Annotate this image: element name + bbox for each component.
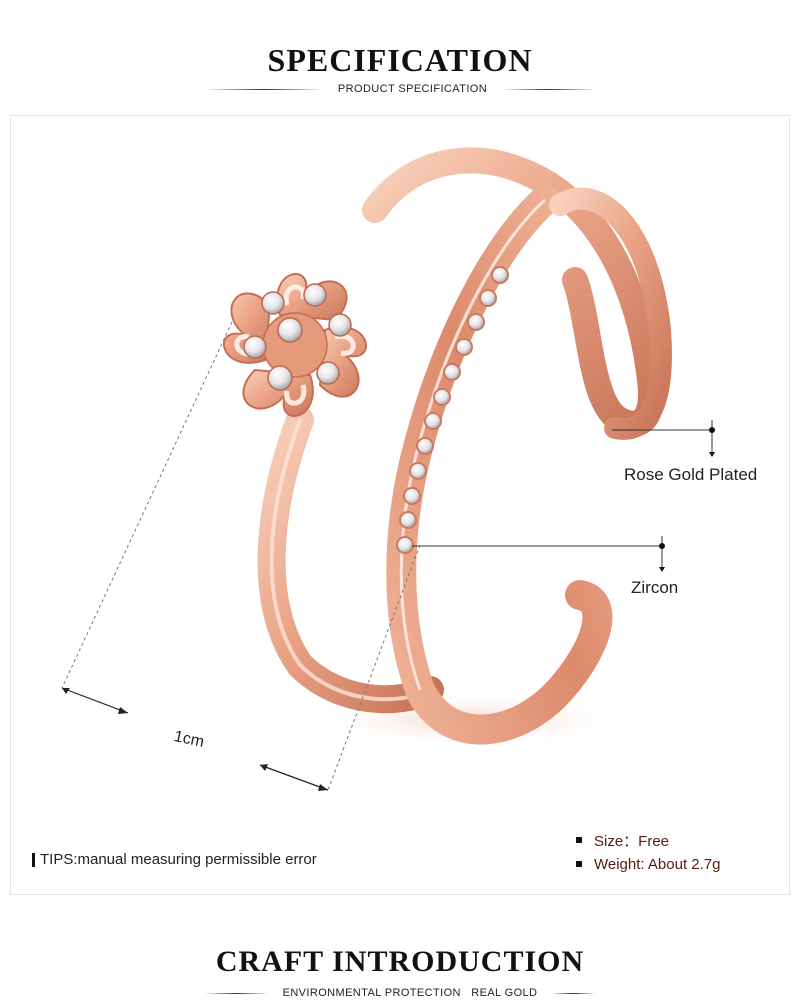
header-subtitle-row: PRODUCT SPECIFICATION (0, 82, 800, 96)
ring-right-band (549, 187, 672, 440)
ring-back-band (362, 147, 664, 437)
callout-zircon-label: Zircon (631, 578, 679, 597)
spec-list: Size：Free Weight: About 2.7g (576, 828, 720, 876)
spec-item-size: Size：Free (576, 828, 720, 852)
square-bullet-icon (576, 861, 582, 867)
section-subtitle: ENVIRONMENTAL PROTECTION REAL GOLD (282, 987, 538, 999)
callout-rose-gold-line (612, 420, 715, 457)
divider-line (203, 88, 324, 90)
callout-rose-gold-label: Rose Gold Plated (624, 465, 758, 484)
measurement-guide (61, 321, 421, 791)
section-title: CRAFT INTRODUCTION (215, 945, 585, 978)
section-subtitle: PRODUCT SPECIFICATION (337, 83, 488, 95)
craft-introduction-header: CRAFT INTRODUCTION (0, 945, 800, 979)
clover-flower (222, 272, 368, 418)
tips-note: TIPS:manual measuring permissible error (32, 851, 317, 868)
specification-header: SPECIFICATION (0, 42, 800, 79)
circle-dot-icon (709, 427, 715, 433)
section-title: SPECIFICATION (267, 42, 533, 78)
bar-marker-icon (32, 852, 35, 867)
spec-size-text: Size：Free (594, 832, 670, 850)
circle-dot-icon (659, 543, 665, 549)
divider-line (501, 88, 597, 90)
tips-text: TIPS:manual measuring permissible error (40, 851, 317, 868)
divider-line (551, 992, 597, 994)
spec-item-weight: Weight: About 2.7g (576, 852, 720, 876)
spec-weight-text: Weight: About 2.7g (594, 855, 721, 873)
footer-subtitle-row: ENVIRONMENTAL PROTECTION REAL GOLD (0, 986, 800, 1000)
product-spec-panel (10, 115, 790, 895)
ring-highlight (269, 418, 432, 702)
callout-zircon-line (412, 536, 665, 572)
square-bullet-icon (576, 837, 582, 843)
divider-line (203, 992, 269, 994)
zircon-stone-row (396, 266, 509, 554)
